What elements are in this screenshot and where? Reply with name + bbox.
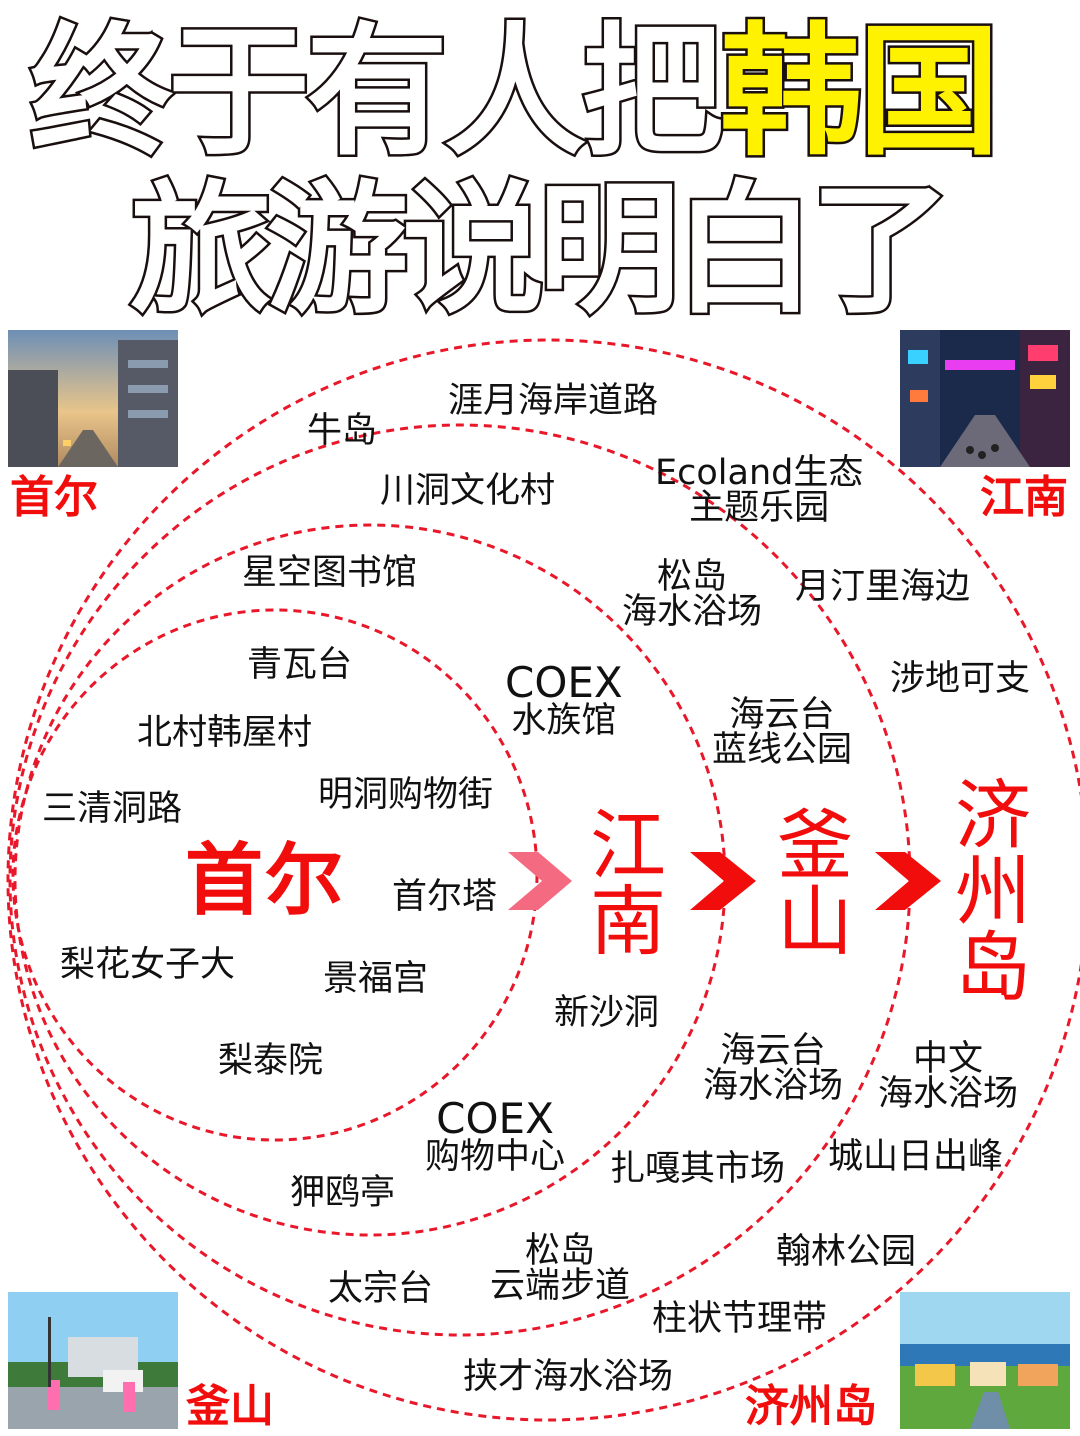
corner-label-jeju: 济州岛 — [745, 1381, 877, 1432]
hub-char: 南 — [590, 877, 666, 966]
place-label: 中文 — [913, 1039, 984, 1079]
place-label: 松岛 — [525, 1231, 596, 1271]
place-label: 青瓦台 — [247, 645, 353, 685]
place-label: Ecoland生态 — [655, 453, 864, 493]
photo-jeju-coast — [900, 1292, 1070, 1429]
place-label: 首尔塔 — [392, 877, 498, 917]
place-label-group: 松岛 云端步道 — [490, 1234, 630, 1304]
photo-busan-street — [8, 1292, 178, 1429]
hub-busan: 釜山 — [775, 808, 855, 960]
hub-char: 济 — [955, 771, 1031, 860]
place-label: COEX — [436, 1094, 554, 1143]
place-label: 扎嘎其市场 — [610, 1149, 786, 1189]
hub-char: 釜 — [777, 801, 853, 890]
photo-gangnam-night — [900, 330, 1070, 467]
place-label: 海水浴场 — [703, 1066, 844, 1106]
place-label-group: Ecoland生态 主题乐园 — [655, 456, 863, 526]
arrow-busan-to-jeju — [875, 852, 941, 910]
arrow-gangnam-to-busan — [690, 852, 756, 910]
title-highlight-korea: 韩国 — [718, 10, 1003, 175]
place-label: 牛岛 — [307, 411, 378, 451]
place-label: 海云台 — [720, 1031, 826, 1071]
ring-jeju — [6, 338, 1080, 1422]
place-label: 海水浴场 — [878, 1074, 1019, 1114]
place-label: 云端步道 — [490, 1266, 631, 1306]
hub-char: 山 — [777, 877, 853, 966]
place-label: 翰林公园 — [776, 1232, 917, 1272]
page-title-line2: 旅游说明白了 — [128, 168, 955, 333]
hub-jeju: 济州岛 — [953, 778, 1033, 1006]
arrow-seoul-to-gangnam — [508, 852, 572, 910]
place-label: 三清洞路 — [42, 789, 183, 829]
place-label-group: 海云台 海水浴场 — [703, 1034, 843, 1104]
hub-gangnam: 江南 — [588, 808, 668, 960]
place-label: 太宗台 — [328, 1269, 434, 1309]
place-label: 挟才海水浴场 — [463, 1357, 674, 1397]
place-label: 涯月海岸道路 — [448, 381, 659, 421]
hub-char: 江 — [590, 801, 666, 890]
place-label-group: 海云台 蓝线公园 — [712, 698, 852, 768]
corner-label-busan: 釜山 — [186, 1381, 274, 1432]
place-label: 北村韩屋村 — [137, 713, 313, 753]
photo-seoul-street — [8, 330, 178, 467]
place-label: 水族馆 — [511, 701, 617, 741]
place-label: 星空图书馆 — [242, 553, 418, 593]
place-label: 柱状节理带 — [652, 1299, 828, 1339]
place-label: 城山日出峰 — [828, 1137, 1004, 1177]
place-label-group: 松岛 海水浴场 — [622, 560, 762, 630]
place-label: 松岛 — [657, 557, 728, 597]
place-label-group: COEX 水族馆 — [505, 662, 623, 739]
place-label: 明洞购物街 — [318, 775, 494, 815]
place-label: 新沙洞 — [554, 993, 660, 1033]
place-label: 川洞文化村 — [380, 471, 556, 511]
place-label: COEX — [505, 658, 623, 707]
page-title-line1: 终于有人把韩国 — [28, 19, 1003, 166]
place-label-group: COEX 购物中心 — [425, 1098, 565, 1175]
hub-seoul: 首尔 — [185, 836, 346, 926]
place-label: 狎鸥亭 — [290, 1173, 396, 1213]
hub-char: 岛 — [955, 923, 1031, 1012]
corner-label-seoul: 首尔 — [10, 472, 98, 523]
corner-label-gangnam: 江南 — [980, 472, 1068, 523]
place-label: 蓝线公园 — [712, 730, 853, 770]
place-label: 梨花女子大 — [60, 945, 236, 985]
place-label: 涉地可支 — [890, 659, 1031, 699]
place-label-group: 中文 海水浴场 — [878, 1042, 1018, 1112]
place-label: 月汀里海边 — [795, 567, 971, 607]
place-label: 海云台 — [729, 695, 835, 735]
place-label: 购物中心 — [425, 1137, 566, 1177]
place-label: 景福宫 — [323, 959, 429, 999]
title-part-a: 终于有人把 — [28, 10, 727, 175]
hub-char: 州 — [955, 847, 1031, 936]
place-label: 主题乐园 — [689, 488, 830, 528]
place-label: 梨泰院 — [218, 1041, 324, 1081]
place-label: 海水浴场 — [622, 592, 763, 632]
